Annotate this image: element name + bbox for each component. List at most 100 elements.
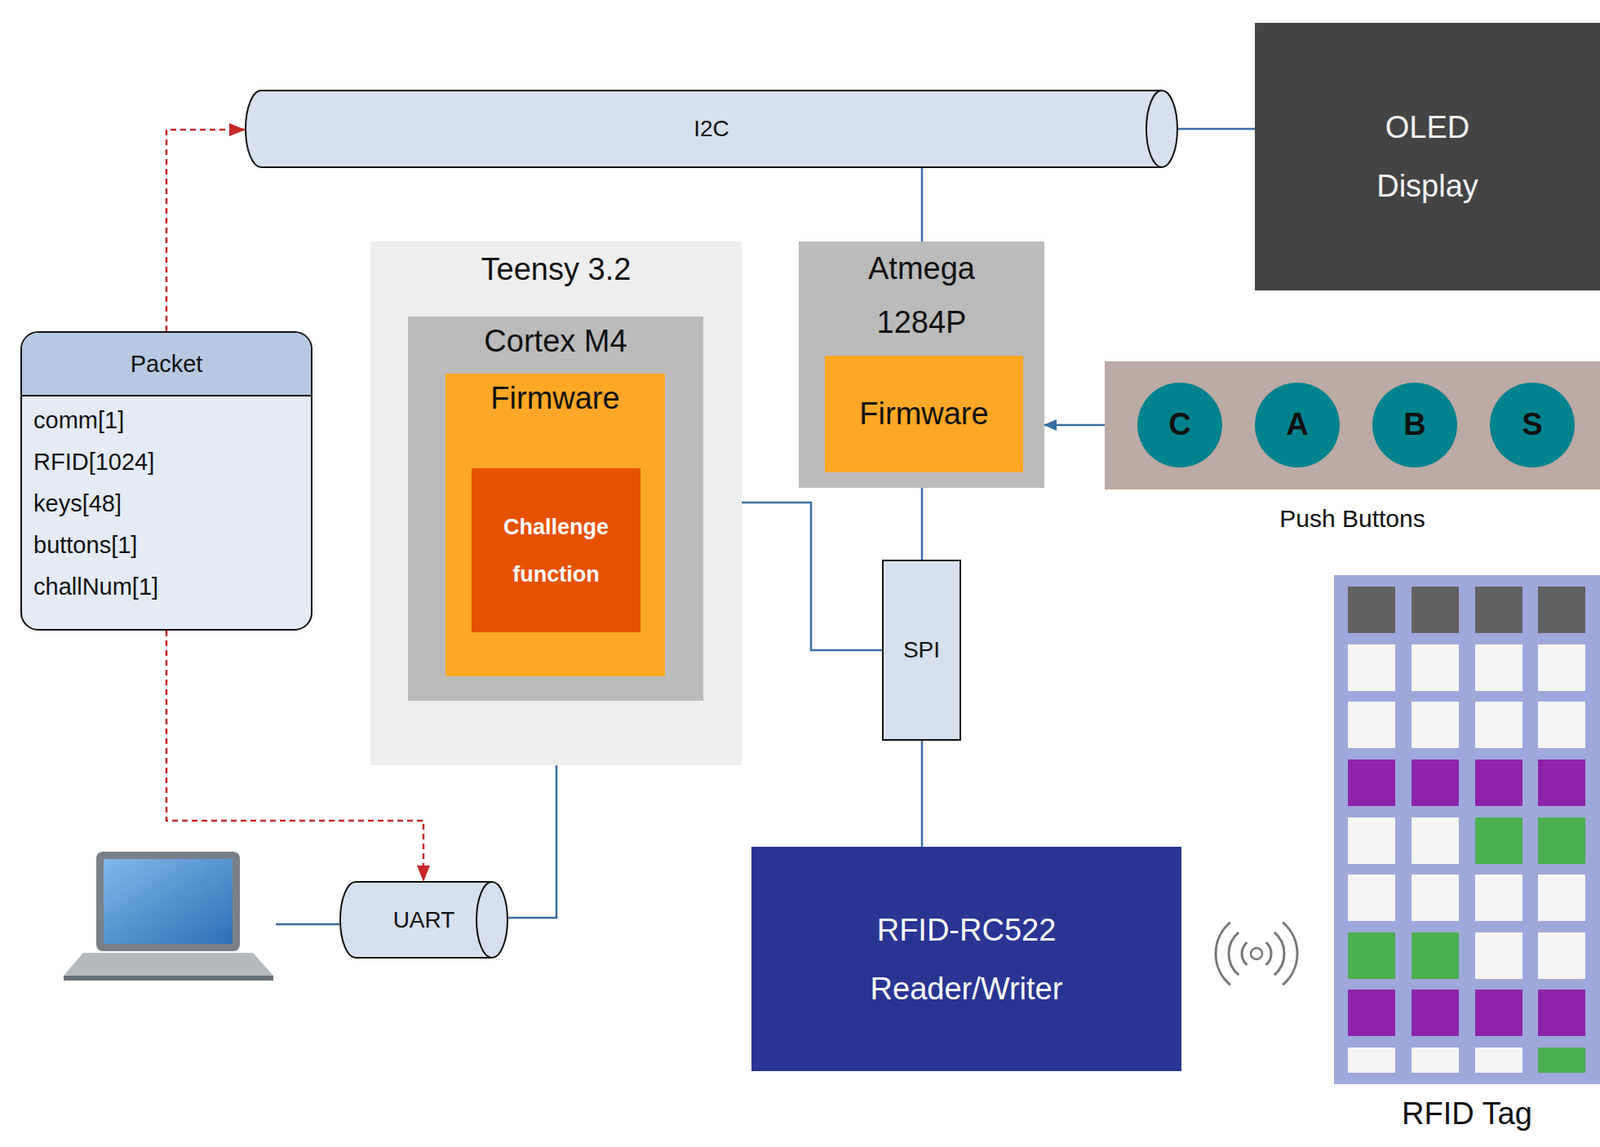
tag-cell [1537,586,1586,634]
node-label: Teensy 3.2 [481,244,632,294]
firmware-box: FirmwareChallenge function [445,373,665,677]
node-label: Cortex M4 [483,316,627,366]
node-label: A [1285,406,1308,444]
node-label: S [1521,406,1543,444]
cylinder-end [476,881,492,958]
wave-arc [1228,932,1239,976]
tag-cell [1537,1047,1586,1073]
bus-cylinder: UART [339,881,509,959]
function-box: Challenge function [471,468,641,633]
node-label: challNum[1] [33,566,159,608]
node-label: Firmware [859,395,989,434]
tag-cell [1347,644,1396,692]
tag-cell [1475,817,1523,865]
packet-header: Packet [22,332,311,397]
node-label: RFID Tag [1334,1095,1600,1134]
tag-cell [1411,1047,1459,1073]
tag-cell [1537,759,1586,807]
node-label: Firmware [490,373,620,423]
laptop-base [63,952,274,976]
tag-cell [1475,701,1523,749]
wire-connector [921,740,924,847]
tag-cell [1411,701,1459,749]
tag-cell [1411,932,1459,980]
tag-cell [1347,1047,1396,1073]
wave-arc [1215,922,1231,986]
tag-grid [1334,575,1600,1085]
node-label: SPI [903,636,940,665]
tag-cell [1411,989,1459,1037]
tag-cell [1475,989,1523,1037]
tag-cell [1537,989,1586,1037]
node-label: OLED Display [1354,97,1502,216]
node-label: Atmega 1284P [840,241,1004,350]
bus-cylinder: I2C [244,89,1179,169]
wire-connector [921,168,924,242]
node-label: buttons[1] [33,524,138,567]
wave-center [1250,948,1263,960]
tag-cell [1537,874,1586,922]
node-label: comm[1] [33,399,125,442]
tag-cell [1411,817,1459,865]
node-label: C [1168,406,1191,444]
laptop-lid [96,851,240,952]
tag-cell [1347,701,1396,749]
wire-connector [741,502,882,651]
wave-arc [1274,932,1285,976]
tag-frame [1334,575,1600,1085]
laptop-edge [63,975,274,981]
dashed-flow-arrow [166,129,245,332]
node-label: Push Buttons [1104,504,1600,534]
mcu-box: Atmega 1284P Firmware [798,241,1045,488]
node-label: Packet [130,350,204,379]
tag-cell [1347,817,1396,865]
tag-cell [1537,701,1586,749]
wave-arc [1282,922,1298,986]
button-circle: S [1489,382,1575,468]
reader-box: RFID-RC522 Reader/Writer [751,846,1182,1072]
tag-cell [1537,932,1586,980]
board-box: Teensy 3.2Cortex M4 FirmwareChallenge fun… [370,241,742,766]
display-box: OLED Display [1254,22,1600,291]
tag-cell [1347,586,1396,634]
node-label: UART [393,906,456,935]
button-circle: C [1137,382,1223,468]
packet-box: Packetcomm[1]RFID[1024]keys[48]buttons[1… [20,331,313,631]
tag-cell [1475,586,1523,634]
tag-cell [1475,874,1523,922]
tag-cell [1475,759,1523,807]
node-label: B [1403,406,1426,444]
button-panel: Push ButtonsCABS [1104,361,1600,490]
button-circle: A [1254,382,1340,468]
bus-box: SPI [881,559,962,741]
node-label: RFID[1024] [33,441,155,484]
tag-cell [1475,932,1523,980]
tag-cell [1347,874,1396,922]
node-label: keys[48] [33,483,122,525]
tag-cell [1347,989,1396,1037]
laptop-wire [275,923,340,927]
tag-cell [1347,759,1396,807]
firmware-box: Firmware [824,355,1024,473]
tag-cell [1411,874,1459,922]
tag-cell [1411,586,1459,634]
wire-connector [508,765,557,918]
tag-cell [1411,759,1459,807]
wire-connector [921,487,924,560]
wave-arc [1241,942,1247,966]
cylinder-end [1146,90,1162,168]
tag-cell [1411,644,1459,692]
tag-cell [1475,1047,1523,1073]
tag-cell [1537,817,1586,865]
node-label: RFID-RC522 Reader/Writer [844,900,1090,1019]
wire-connector [1044,424,1105,427]
button-circle: B [1372,382,1458,468]
wave-arc [1266,942,1272,966]
node-label: I2C [693,115,730,143]
tag-cell [1347,932,1396,980]
tag-cell [1537,644,1586,692]
cylinder-body [340,881,508,958]
cylinder-body [245,90,1178,168]
rfid-tag: RFID Tag [1334,575,1600,1085]
